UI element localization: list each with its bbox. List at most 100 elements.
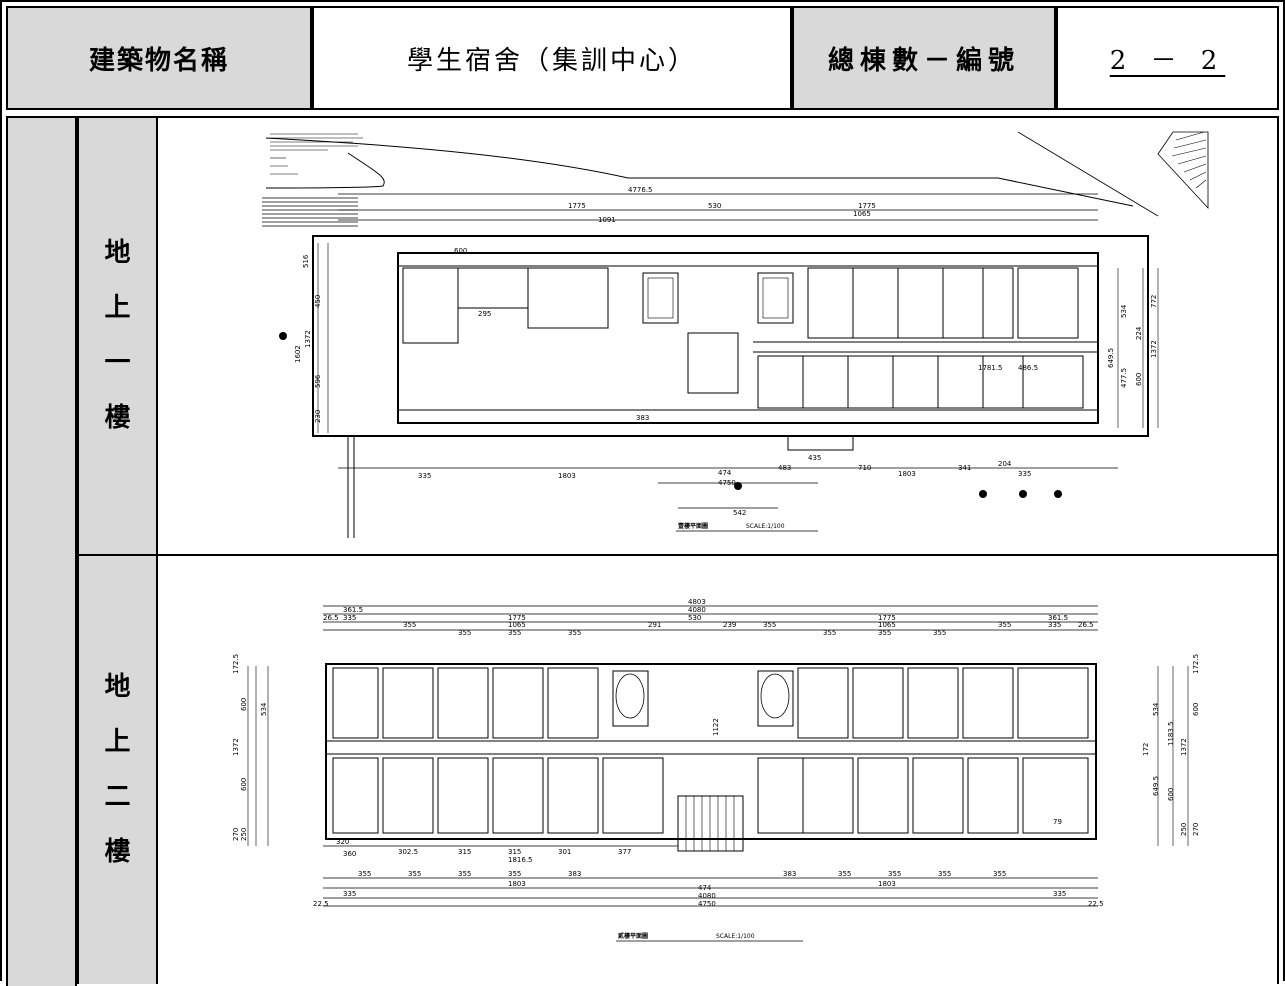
svg-text:315: 315 <box>458 848 471 856</box>
svg-text:250: 250 <box>1180 823 1188 836</box>
svg-text:355: 355 <box>408 870 421 878</box>
svg-text:355: 355 <box>508 629 521 637</box>
svg-text:301: 301 <box>558 848 571 856</box>
svg-text:1775: 1775 <box>568 202 586 210</box>
plan-title-2: 貳樓平面圖 <box>618 932 648 940</box>
svg-text:355: 355 <box>838 870 851 878</box>
svg-text:335: 335 <box>343 614 356 622</box>
floor-label-1: 地 上 一 樓 <box>79 118 158 554</box>
svg-text:291: 291 <box>648 621 661 629</box>
floor-plan-drawing-1: 4776.5 1775 530 1775 1065 1091 600 295 4… <box>262 131 1209 538</box>
svg-text:474: 474 <box>718 469 732 477</box>
svg-text:172: 172 <box>1142 743 1150 756</box>
svg-text:1091: 1091 <box>598 216 616 224</box>
svg-text:1065: 1065 <box>853 210 871 218</box>
svg-text:26.5: 26.5 <box>1078 621 1094 629</box>
svg-text:530: 530 <box>688 614 701 622</box>
svg-text:239: 239 <box>723 621 736 629</box>
svg-text:355: 355 <box>938 870 951 878</box>
svg-text:26.5: 26.5 <box>323 614 339 622</box>
svg-text:355: 355 <box>403 621 416 629</box>
svg-text:1775: 1775 <box>878 614 896 622</box>
svg-text:1372: 1372 <box>232 738 240 756</box>
svg-text:4803: 4803 <box>688 598 706 606</box>
svg-text:335: 335 <box>1048 621 1061 629</box>
svg-text:1803: 1803 <box>508 880 526 888</box>
svg-text:355: 355 <box>358 870 371 878</box>
svg-text:22.5: 22.5 <box>1088 900 1104 908</box>
svg-text:172.5: 172.5 <box>232 654 240 674</box>
svg-text:534: 534 <box>1120 304 1128 318</box>
svg-text:477.5: 477.5 <box>1120 368 1128 388</box>
svg-text:1372: 1372 <box>1150 340 1158 358</box>
svg-text:224: 224 <box>1135 326 1143 340</box>
svg-text:355: 355 <box>933 629 946 637</box>
svg-text:335: 335 <box>1018 470 1031 478</box>
svg-text:450: 450 <box>314 295 322 308</box>
svg-text:355: 355 <box>823 629 836 637</box>
svg-text:600: 600 <box>1135 373 1143 386</box>
svg-text:474: 474 <box>698 884 712 892</box>
svg-text:22.5: 22.5 <box>313 900 329 908</box>
svg-text:1803: 1803 <box>898 470 916 478</box>
svg-text:1816.5: 1816.5 <box>508 856 533 864</box>
svg-text:4080: 4080 <box>698 892 716 900</box>
svg-text:383: 383 <box>783 870 796 878</box>
svg-text:1183.5: 1183.5 <box>1167 722 1175 747</box>
svg-text:600: 600 <box>454 247 467 255</box>
svg-text:355: 355 <box>878 629 891 637</box>
svg-text:355: 355 <box>888 870 901 878</box>
svg-text:335: 335 <box>418 472 431 480</box>
svg-text:361.5: 361.5 <box>343 606 363 614</box>
svg-text:1065: 1065 <box>878 621 896 629</box>
svg-text:600: 600 <box>240 778 248 791</box>
svg-text:530: 530 <box>708 202 721 210</box>
svg-text:772: 772 <box>1150 295 1158 308</box>
svg-text:230: 230 <box>314 410 322 423</box>
svg-text:435: 435 <box>808 454 821 462</box>
svg-text:360: 360 <box>343 850 356 858</box>
floor-plan-drawing-2: 4803 4080 361.5 26.5 335 355 1775 1065 3… <box>232 598 1200 942</box>
svg-text:4080: 4080 <box>688 606 706 614</box>
svg-text:649.5: 649.5 <box>1152 776 1160 796</box>
svg-text:320: 320 <box>336 838 349 846</box>
svg-text:534: 534 <box>1152 702 1160 716</box>
svg-text:295: 295 <box>478 310 491 318</box>
svg-text:542: 542 <box>733 509 746 517</box>
building-name-value: 學生宿舍（集訓中心） <box>312 6 792 110</box>
svg-text:172.5: 172.5 <box>1192 654 1200 674</box>
svg-text:204: 204 <box>998 460 1012 468</box>
svg-text:302.5: 302.5 <box>398 848 418 856</box>
floor-plan-2: 4803 4080 361.5 26.5 335 355 1775 1065 3… <box>158 556 1277 984</box>
outer-side-column <box>6 116 77 986</box>
svg-text:649.5: 649.5 <box>1107 348 1115 368</box>
floor-plan-1: 4776.5 1775 530 1775 1065 1091 600 295 4… <box>158 118 1277 554</box>
svg-text:270: 270 <box>232 828 240 841</box>
svg-text:250: 250 <box>240 828 248 841</box>
svg-text:483: 483 <box>778 464 791 472</box>
svg-text:1803: 1803 <box>558 472 576 480</box>
svg-text:1775: 1775 <box>858 202 876 210</box>
svg-text:1372: 1372 <box>304 330 312 348</box>
building-name-label: 建築物名稱 <box>6 6 312 110</box>
svg-text:355: 355 <box>998 621 1011 629</box>
svg-text:4750: 4750 <box>698 900 716 908</box>
building-count-value: 2 － 2 <box>1056 6 1279 110</box>
svg-text:600: 600 <box>240 698 248 711</box>
svg-text:270: 270 <box>1192 823 1200 836</box>
svg-text:355: 355 <box>458 629 471 637</box>
dim-total: 4776.5 <box>628 186 653 194</box>
svg-text:361.5: 361.5 <box>1048 614 1068 622</box>
svg-text:1775: 1775 <box>508 614 526 622</box>
svg-text:335: 335 <box>1053 890 1066 898</box>
svg-text:1803: 1803 <box>878 880 896 888</box>
svg-text:600: 600 <box>1192 703 1200 716</box>
svg-text:355: 355 <box>458 870 471 878</box>
plan-title-1: 壹樓平面圖 <box>678 522 708 530</box>
floor-row-2: 地 上 二 樓 4803 4080 361.5 26.5 335 355 177… <box>77 554 1279 984</box>
svg-text:600: 600 <box>1167 788 1175 801</box>
svg-text:596: 596 <box>314 374 322 388</box>
plan-scale-2: SCALE:1/100 <box>716 933 755 940</box>
svg-text:315: 315 <box>508 848 521 856</box>
